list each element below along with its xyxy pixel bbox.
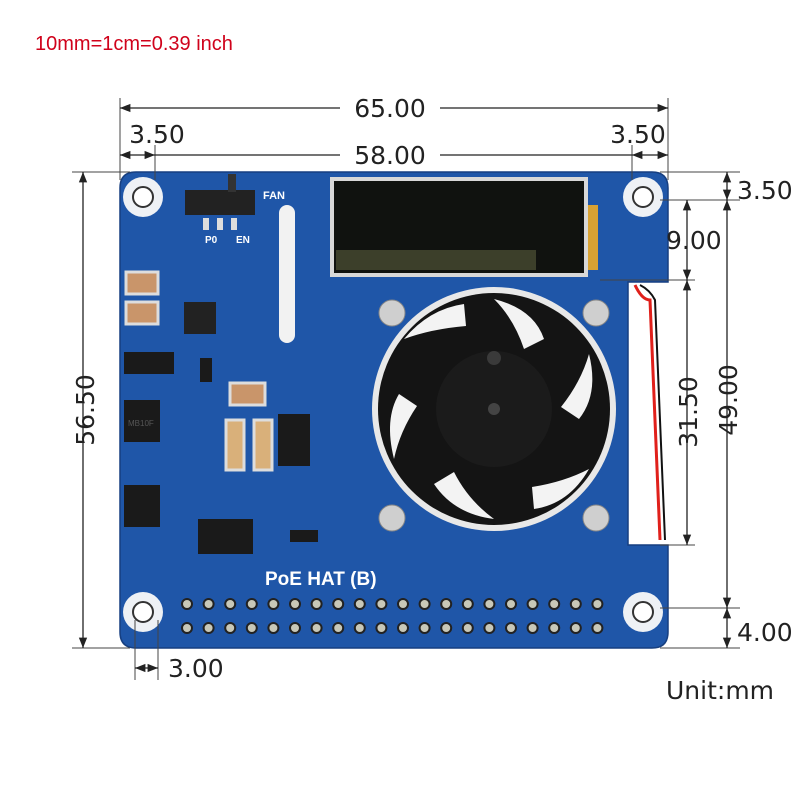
header-pin [505, 622, 517, 634]
header-pin [461, 598, 474, 610]
p0-label: P0 [205, 235, 218, 246]
dim-overall-height: 56.50 [71, 374, 100, 446]
header-pin [353, 622, 366, 634]
header-pin [418, 622, 431, 634]
header-pin [591, 598, 604, 610]
header-pin [483, 622, 496, 634]
dim-hole-offset-bottom: 4.00 [737, 618, 793, 647]
cooling-fan [372, 287, 616, 531]
fan-wire-black [639, 284, 666, 541]
header-pin [375, 598, 388, 610]
en-label: EN [236, 235, 250, 246]
header-pin [181, 598, 193, 610]
header-pin [310, 598, 323, 610]
fan-screw [582, 504, 610, 532]
mounting-hole [123, 592, 163, 632]
dim-hole-diameter: 3.00 [168, 654, 224, 683]
smd-components [124, 270, 318, 554]
header-pin [267, 622, 280, 634]
header-pin [526, 598, 539, 610]
header-pin [375, 622, 388, 634]
dim-hole-offset-right: 3.50 [610, 120, 666, 149]
dim-hole-offset-left: 3.50 [129, 120, 185, 149]
mounting-hole [623, 177, 663, 217]
header-pin [483, 598, 496, 610]
scale-note: 10mm=1cm=0.39 inch [35, 33, 233, 55]
mounting-hole [123, 177, 163, 217]
fan-label: FAN [263, 190, 285, 202]
header-pin [440, 622, 453, 634]
dim-oled-height: 9.00 [666, 226, 722, 255]
header-pin [548, 622, 561, 634]
dim-hole-spacing-horizontal: 58.00 [354, 141, 426, 170]
header-pin [569, 622, 582, 634]
fan-wire-red [633, 284, 662, 541]
header-pin [526, 622, 539, 634]
dimension-lines [72, 98, 740, 680]
unit-label: Unit:mm [666, 676, 774, 705]
dim-hole-spacing-vertical: 49.00 [714, 364, 743, 436]
header-pin [332, 622, 345, 634]
header-pin [224, 598, 237, 610]
board-title: PoE HAT (B) [265, 569, 377, 590]
header-pin [310, 622, 323, 634]
header-pin [569, 598, 582, 610]
header-pin [440, 598, 453, 610]
fan-screw [378, 504, 406, 532]
header-pin [461, 622, 474, 634]
header-pin [397, 598, 409, 610]
fan-screw [582, 299, 610, 327]
board-slot [279, 205, 295, 343]
header-pin [548, 598, 561, 610]
header-pin [505, 598, 517, 610]
dim-overall-width: 65.00 [354, 94, 426, 123]
header-pin [397, 622, 409, 634]
fan-switch [185, 174, 255, 230]
header-pin [289, 598, 301, 610]
header-pin [289, 622, 301, 634]
header-pin [202, 598, 215, 610]
mounting-hole [623, 592, 663, 632]
header-pin [181, 622, 193, 634]
chip-label: MB10F [128, 419, 154, 428]
gpio-header [181, 598, 604, 634]
header-pin [245, 598, 258, 610]
header-pin [202, 622, 215, 634]
pcb-board: FAN P0 EN MB10F [119, 171, 669, 649]
dim-hole-offset-top: 3.50 [737, 176, 793, 205]
header-pin [332, 598, 345, 610]
dim-fan-height: 31.50 [674, 376, 703, 448]
oled-display [330, 177, 598, 277]
header-pin [353, 598, 366, 610]
header-pin [591, 622, 604, 634]
header-pin [267, 598, 280, 610]
fan-screw [378, 299, 406, 327]
header-pin [418, 598, 431, 610]
header-pin [245, 622, 258, 634]
header-pin [224, 622, 237, 634]
